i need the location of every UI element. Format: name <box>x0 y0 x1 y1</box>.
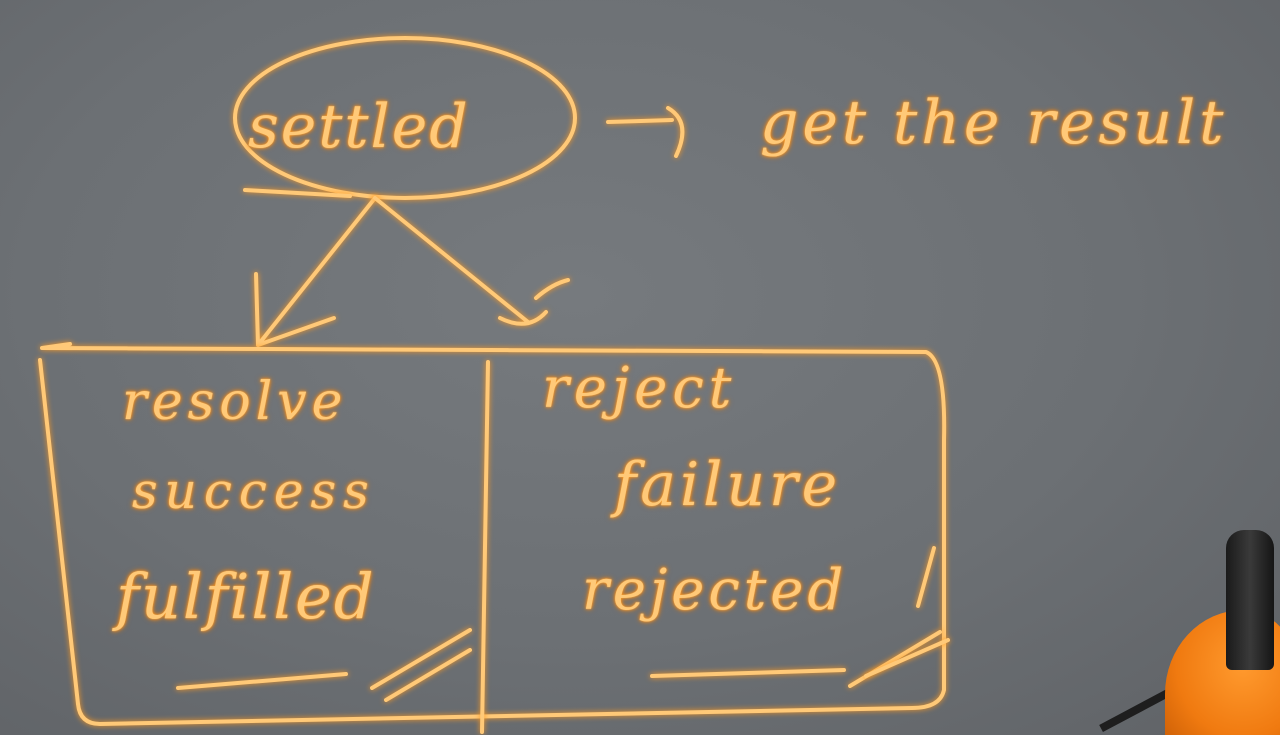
settled-ellipse <box>233 36 577 200</box>
word-fulfilled: fulfilled <box>116 560 376 633</box>
microphone <box>1226 530 1274 670</box>
rejected-check-2 <box>864 638 950 678</box>
word-resolve: resolve <box>122 372 348 432</box>
rejected-underline <box>650 668 846 678</box>
settled-underline <box>243 188 352 198</box>
box-divider <box>480 360 490 734</box>
word-rejected: rejected <box>582 558 848 623</box>
rejected-check-1 <box>848 630 942 688</box>
word-get-result: get the result <box>760 88 1228 158</box>
word-success: success <box>132 462 376 520</box>
word-reject: reject <box>542 356 737 421</box>
fulfilled-check-2 <box>384 648 472 702</box>
outer-box <box>38 342 947 726</box>
word-failure: failure <box>614 450 842 520</box>
fulfilled-underline <box>176 672 348 690</box>
branch-left <box>254 196 377 347</box>
fulfilled-check-1 <box>370 628 472 690</box>
rejected-tick <box>916 546 936 608</box>
branch-right <box>373 196 570 326</box>
arrow-right <box>606 106 685 158</box>
word-settled: settled <box>248 92 470 162</box>
